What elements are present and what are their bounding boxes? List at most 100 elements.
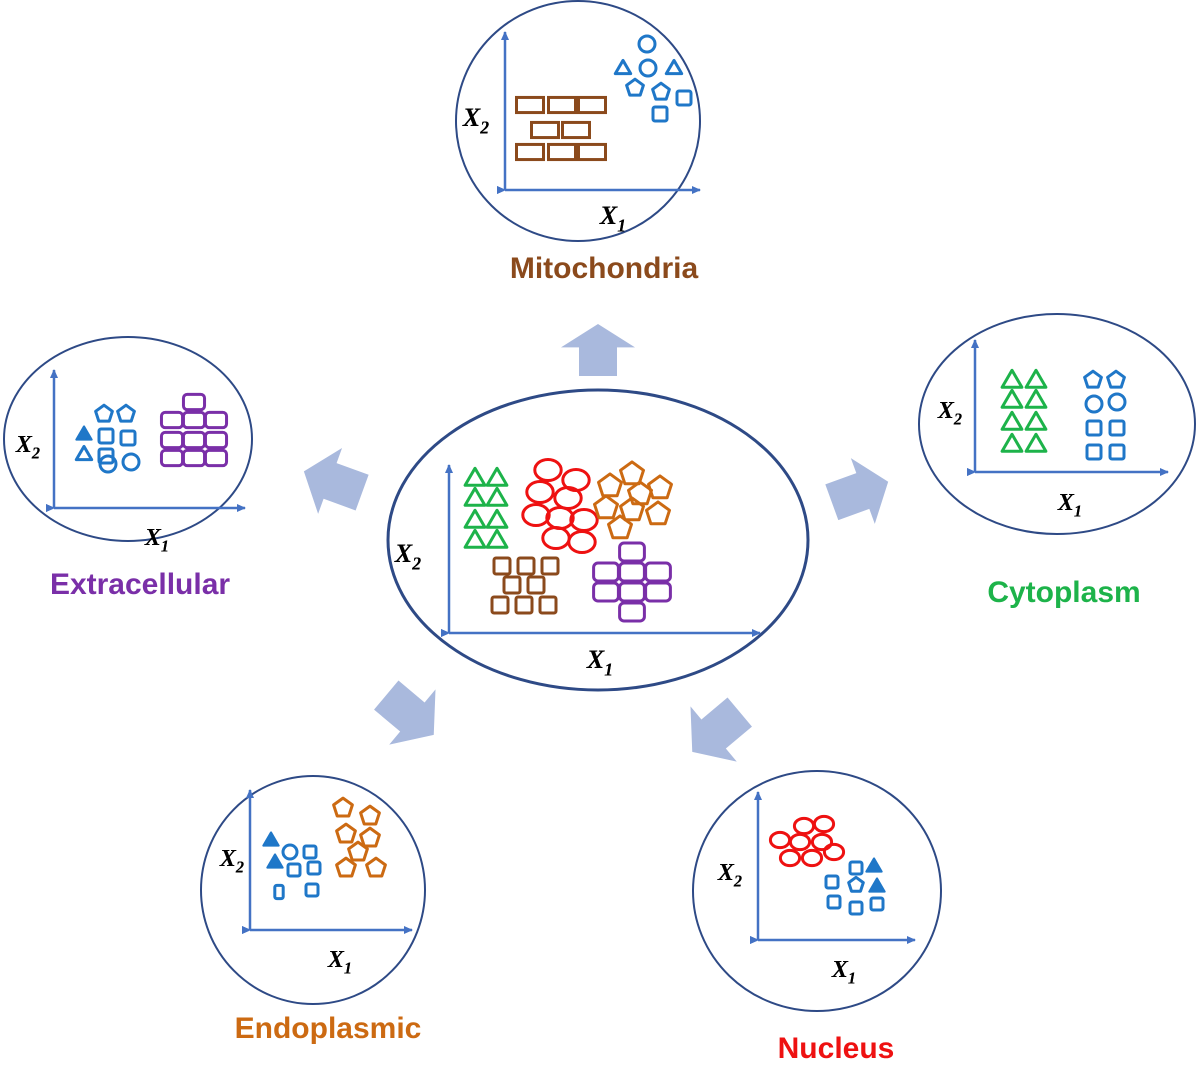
tall-marker: [273, 883, 285, 901]
tri-marker: [664, 58, 684, 76]
circle-marker: [1084, 394, 1104, 414]
square-marker: [516, 556, 536, 576]
pent-marker: [94, 403, 114, 423]
rrect-marker: [618, 601, 646, 623]
ellipse-marker: [822, 842, 846, 862]
x-axis-label: X1: [1057, 490, 1082, 521]
pent-marker: [335, 822, 357, 844]
tri-marker: [485, 466, 509, 487]
ellipse-marker: [800, 848, 824, 868]
pent-marker: [619, 460, 645, 486]
square-marker: [826, 894, 842, 910]
y-axis-label: X2: [717, 860, 742, 891]
tri-marker: [485, 486, 509, 507]
rect-marker: [547, 95, 577, 115]
rrect-marker: [644, 561, 672, 583]
circle-marker: [637, 34, 657, 54]
pent-marker: [625, 77, 645, 97]
circle-marker: [121, 452, 141, 472]
arrow-down-right: [690, 697, 752, 762]
tri-marker: [1024, 368, 1048, 389]
panel-ellipse: [3, 336, 253, 542]
pent-marker: [647, 474, 673, 500]
y-axis-label: X2: [937, 398, 962, 429]
tri-marker: [1024, 432, 1048, 453]
trif-marker: [75, 425, 93, 441]
rect-marker: [515, 142, 545, 162]
trif-marker: [266, 853, 284, 869]
square-marker: [97, 427, 115, 445]
square-marker: [490, 595, 510, 615]
rect-marker: [577, 95, 607, 115]
rrect-marker: [644, 581, 672, 603]
square-marker: [675, 89, 693, 107]
ellipse-marker: [810, 832, 834, 852]
pent-marker: [619, 496, 645, 522]
circle-marker: [638, 58, 658, 78]
x-axis-label: X1: [599, 201, 626, 235]
rect-marker: [577, 142, 607, 162]
panels-layer: X1X2X1X2X1X2X1X2X1X2X1X2X1X2X1X2X1X2X1X2…: [3, 0, 1196, 1012]
rect-marker: [515, 95, 545, 115]
tri-marker: [463, 466, 487, 487]
tri-marker: [74, 444, 94, 462]
x-axis-label: X1: [831, 957, 856, 988]
y-axis-label: X2: [462, 103, 489, 137]
square-marker: [848, 860, 864, 876]
square-marker: [119, 429, 137, 447]
y-axis-label: X2: [717, 860, 742, 891]
y-axis-label: X2: [394, 539, 421, 573]
square-marker: [514, 595, 534, 615]
tri-marker: [485, 528, 509, 549]
square-marker: [869, 896, 885, 912]
trif-marker: [868, 877, 886, 893]
pent-marker: [593, 494, 619, 520]
square-marker: [492, 556, 512, 576]
square-marker: [1108, 419, 1126, 437]
ellipse-marker: [812, 814, 836, 834]
rect-marker: [561, 120, 591, 140]
trif-marker: [865, 857, 883, 873]
square-marker: [1085, 419, 1103, 437]
label-cytoplasm: Cytoplasm: [987, 576, 1141, 609]
x-axis-label: X1: [831, 957, 856, 988]
y-axis-label: X2: [394, 539, 421, 573]
square-marker: [302, 844, 318, 860]
ellipse-marker: [533, 457, 563, 483]
square-marker: [502, 575, 522, 595]
circle-marker: [98, 454, 118, 474]
y-axis-label: X2: [937, 398, 962, 429]
square-marker: [540, 556, 560, 576]
square-marker: [824, 874, 840, 890]
pent-marker: [1106, 369, 1126, 389]
tri-marker: [613, 58, 633, 76]
pent-marker: [847, 875, 865, 893]
x-axis-label: X1: [144, 525, 169, 556]
rrect-marker: [203, 410, 229, 430]
arrows-layer: [303, 324, 889, 762]
x-axis-label: X1: [327, 947, 352, 978]
y-axis-label: X2: [219, 846, 244, 877]
pent-marker: [651, 81, 671, 101]
square-marker: [304, 882, 320, 898]
tri-marker: [1000, 388, 1024, 409]
x-axis-label: X1: [1057, 490, 1082, 521]
rect-marker: [530, 120, 560, 140]
panel-ellipse: [918, 313, 1196, 535]
ellipse-marker: [778, 848, 802, 868]
ellipse-marker: [788, 832, 812, 852]
square-marker: [1085, 443, 1103, 461]
tri-marker: [1000, 368, 1024, 389]
y-axis-label: X2: [15, 432, 40, 463]
square-marker: [306, 860, 322, 876]
rrect-marker: [203, 430, 229, 450]
tri-marker: [1000, 432, 1024, 453]
tri-marker: [463, 528, 487, 549]
square-marker: [538, 595, 558, 615]
ellipse-marker: [567, 529, 597, 555]
arrow-up: [561, 324, 635, 376]
